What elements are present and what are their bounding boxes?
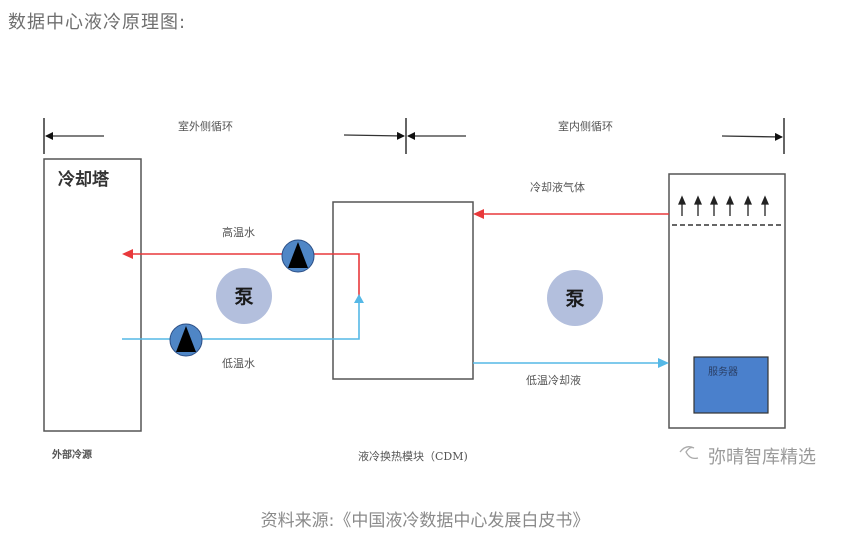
pump-left-label: 泵 bbox=[234, 286, 253, 308]
cold-water-arrow-icon bbox=[354, 294, 364, 303]
cooling-tower-box bbox=[43, 158, 142, 432]
hot-water-label: 高温水 bbox=[222, 225, 255, 239]
cold-water-label: 低温水 bbox=[222, 357, 255, 370]
cooling-tower-label: 冷却塔 bbox=[58, 169, 110, 190]
coolant-gas-line bbox=[473, 209, 669, 219]
indoor-loop-dimension bbox=[721, 118, 785, 154]
hot-water-line bbox=[122, 249, 360, 300]
outdoor-loop-dimension bbox=[43, 118, 466, 154]
coolant-gas-arrow-icon bbox=[473, 209, 484, 219]
cold-coolant-label: 低温冷却液 bbox=[526, 373, 581, 387]
external-source-label: 外部冷源 bbox=[51, 448, 92, 461]
watermark-text: 弥晴智库精选 bbox=[708, 447, 816, 468]
watermark: 弥晴智库精选 bbox=[679, 446, 816, 468]
cdm-box bbox=[332, 201, 474, 380]
pump-valve-cold-icon bbox=[169, 323, 203, 357]
pump-left: 泵 bbox=[216, 268, 272, 324]
server-box bbox=[693, 356, 769, 414]
hot-water-arrow-icon bbox=[122, 249, 133, 259]
pump-right-label: 泵 bbox=[565, 288, 584, 310]
pump-right: 泵 bbox=[547, 270, 603, 326]
outdoor-loop-label: 室外侧循环 bbox=[178, 119, 233, 133]
server-label: 服务器 bbox=[708, 365, 738, 378]
page-title: 数据中心液冷原理图: bbox=[8, 12, 187, 33]
cold-coolant-line bbox=[473, 358, 669, 368]
source-caption: 资料来源:《中国液冷数据中心发展白皮书》 bbox=[260, 511, 590, 531]
pump-valve-hot-icon bbox=[281, 239, 315, 273]
server-cabinet-box bbox=[668, 173, 786, 429]
wechat-icon bbox=[679, 446, 699, 460]
cold-coolant-arrow-icon bbox=[658, 358, 669, 368]
heat-rising-arrows bbox=[678, 195, 769, 216]
indoor-loop-label: 室内侧循环 bbox=[558, 119, 613, 133]
coolant-gas-label: 冷却液气体 bbox=[530, 180, 585, 194]
cdm-label: 液冷换热模块（CDM) bbox=[358, 449, 468, 463]
